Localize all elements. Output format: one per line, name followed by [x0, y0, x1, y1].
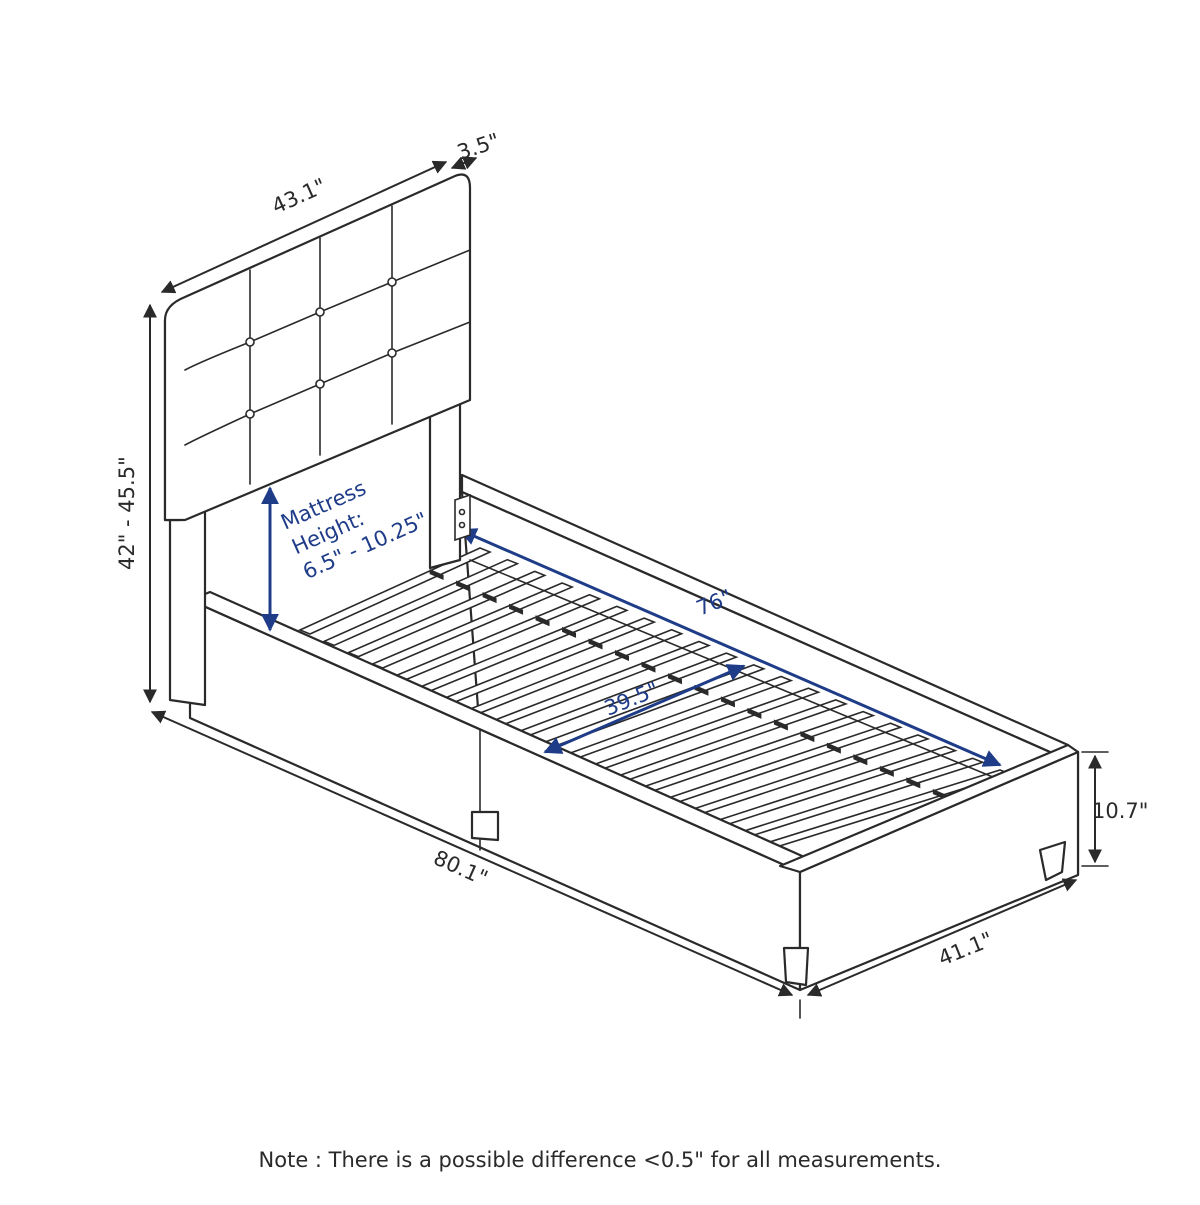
headboard-width-label: 43.1" [268, 174, 329, 219]
dimension-headboard-thickness: 3.5" [450, 129, 502, 170]
dimension-frame-height: 10.7" [1081, 751, 1148, 867]
slat-support-block [879, 765, 894, 777]
headboard-height-label: 42" - 45.5" [115, 456, 139, 570]
bed-width-label: 41.1" [935, 927, 996, 970]
slat-support-block [429, 568, 444, 580]
dimension-headboard-height: 42" - 45.5" [115, 303, 157, 704]
measurement-note: Note : There is a possible difference <0… [258, 1148, 942, 1172]
bed-length-label: 80.1" [430, 846, 491, 891]
frame-height-label: 10.7" [1092, 799, 1148, 823]
rail-bracket [454, 493, 471, 542]
headboard-thickness-label: 3.5" [454, 129, 502, 165]
slat-support-block [906, 777, 921, 789]
